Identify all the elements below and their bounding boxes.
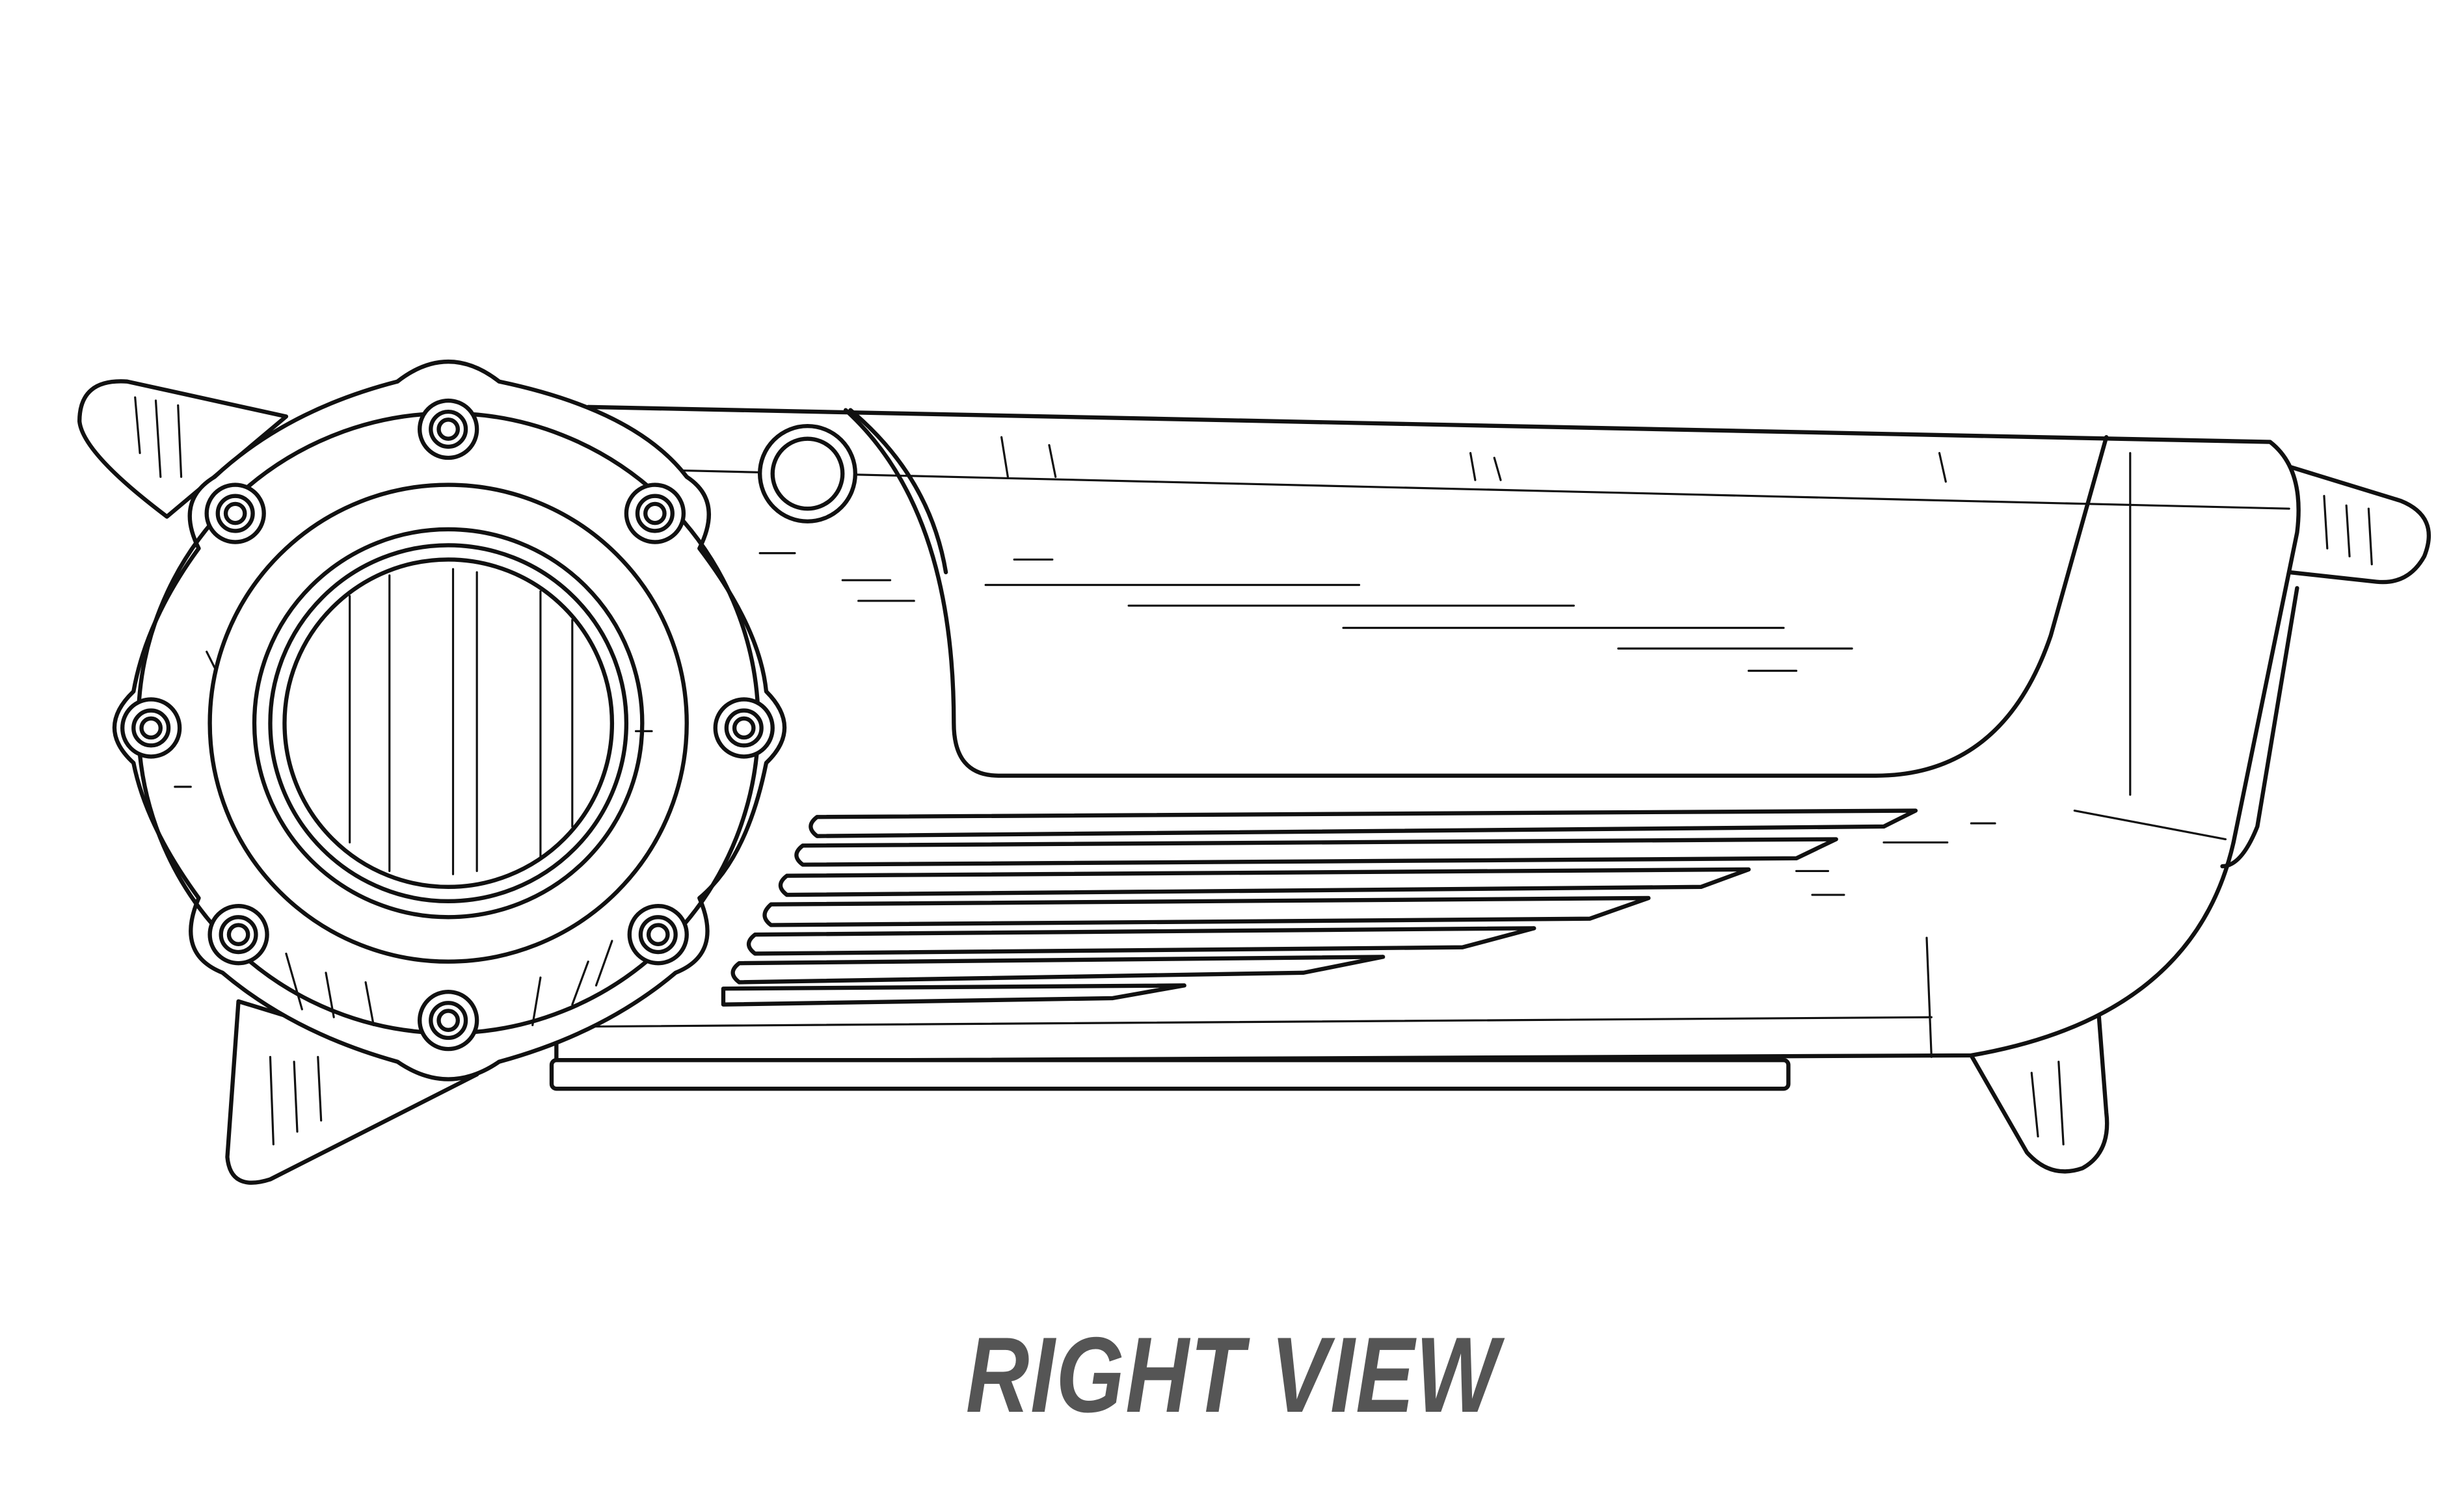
vent-slats (721, 808, 1918, 1007)
upper-panel (843, 408, 2109, 778)
body-shell (554, 404, 2301, 1064)
lens-inner-ring (252, 527, 645, 920)
lens-bezel (268, 543, 629, 904)
right-side-edge (2220, 586, 2299, 869)
lower-left-fin (225, 999, 479, 1185)
fin-hatching (134, 396, 2373, 1146)
body-shoulder-line (555, 452, 2290, 1058)
lens-glass (282, 557, 615, 890)
figure-caption: RIGHT VIEW (965, 1315, 1500, 1435)
lens-mid-ring (208, 483, 689, 964)
panel-shading (758, 436, 1996, 896)
lens-shading (174, 568, 653, 1027)
top-knob-inner (770, 436, 845, 511)
base-plate (549, 1058, 1791, 1091)
panel-edge (848, 408, 948, 575)
flange-bolts (120, 398, 775, 1052)
upper-right-fin (2279, 462, 2431, 585)
upper-left-fin (77, 379, 289, 519)
